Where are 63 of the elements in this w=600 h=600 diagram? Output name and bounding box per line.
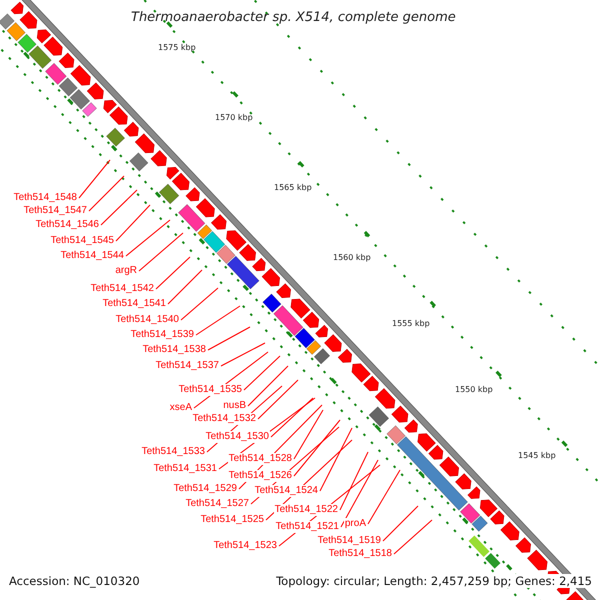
gene-label: Teth514_1523	[212, 540, 278, 552]
leader-line	[196, 306, 240, 336]
position-label: 1550 kbp	[455, 385, 493, 395]
gene-label: Teth514_1521	[274, 521, 340, 533]
leader-line	[340, 460, 378, 528]
leader-line	[244, 356, 280, 390]
position-label: 1560 kbp	[333, 253, 371, 263]
position-label: 1545 kbp	[518, 451, 556, 461]
accession-label: Accession: NC_010320	[9, 574, 140, 588]
gene-label: Teth514_1519	[316, 535, 382, 547]
gene-label: Teth514_1532	[192, 413, 257, 425]
gene-label: Teth514_1525	[200, 514, 265, 526]
leader-line	[368, 470, 400, 524]
leader-line	[294, 420, 340, 476]
gene-label: Teth514_1537	[154, 360, 220, 372]
gene-label: Teth514_1530	[204, 431, 270, 443]
gene-label: Teth514_1538	[142, 344, 207, 356]
gene-label: Teth514_1533	[140, 446, 206, 458]
gene-label: Teth514_1522	[274, 504, 339, 516]
title: Thermoanaerobacter sp. X514, complete genome	[131, 10, 456, 25]
leader-line	[168, 270, 202, 304]
gene-label: Teth514_1529	[172, 483, 238, 495]
leader-line	[220, 342, 266, 366]
gene-label: Teth514_1544	[60, 250, 125, 262]
genome-summary: Topology: circular; Length: 2,457,259 bp; Genes: 2,415	[276, 574, 592, 588]
leader-line	[382, 506, 418, 542]
position-label: 1575 kbp	[158, 43, 196, 53]
leader-line	[78, 160, 110, 198]
gene-label: Teth514_1527	[184, 498, 250, 510]
gene-label: proA	[344, 518, 367, 530]
leader-line	[116, 204, 150, 242]
gene-label: Teth514_1541	[102, 298, 167, 310]
leader-line	[156, 256, 190, 290]
gene-label: Teth514_1547	[22, 205, 88, 217]
gene-label: Teth514_1540	[114, 314, 180, 326]
position-label: 1565 kbp	[274, 183, 312, 193]
gene-label: Teth514_1531	[152, 463, 218, 475]
gene-label: argR	[114, 265, 138, 277]
leader-line	[394, 520, 432, 554]
leader-line	[180, 288, 218, 320]
gene-label: Teth514_1524	[254, 485, 319, 497]
position-label: 1570 kbp	[215, 113, 253, 123]
leader-line	[208, 326, 250, 350]
gene-label: Teth514_1548	[12, 192, 78, 204]
leader-line	[100, 190, 138, 226]
leader-line	[88, 176, 124, 212]
leader-line	[138, 232, 184, 272]
leader-line	[340, 452, 368, 510]
leader-line	[126, 220, 170, 256]
gene-label: Teth514_1546	[34, 219, 100, 231]
gene-label: Teth514_1526	[228, 470, 293, 482]
leader-line	[248, 366, 288, 406]
gene-label: Teth514_1542	[90, 283, 155, 295]
gene-label: Teth514_1535	[178, 384, 243, 396]
leader-line	[258, 380, 298, 420]
leader-line	[270, 398, 314, 438]
leader-line	[320, 428, 352, 492]
gene-label: Teth514_1518	[328, 548, 393, 560]
gene-label: Teth514_1539	[130, 329, 195, 341]
position-label: 1555 kbp	[392, 319, 430, 329]
gene-label: Teth514_1545	[50, 235, 115, 247]
leader-line	[294, 410, 324, 460]
gene-label: Teth514_1528	[228, 453, 293, 465]
